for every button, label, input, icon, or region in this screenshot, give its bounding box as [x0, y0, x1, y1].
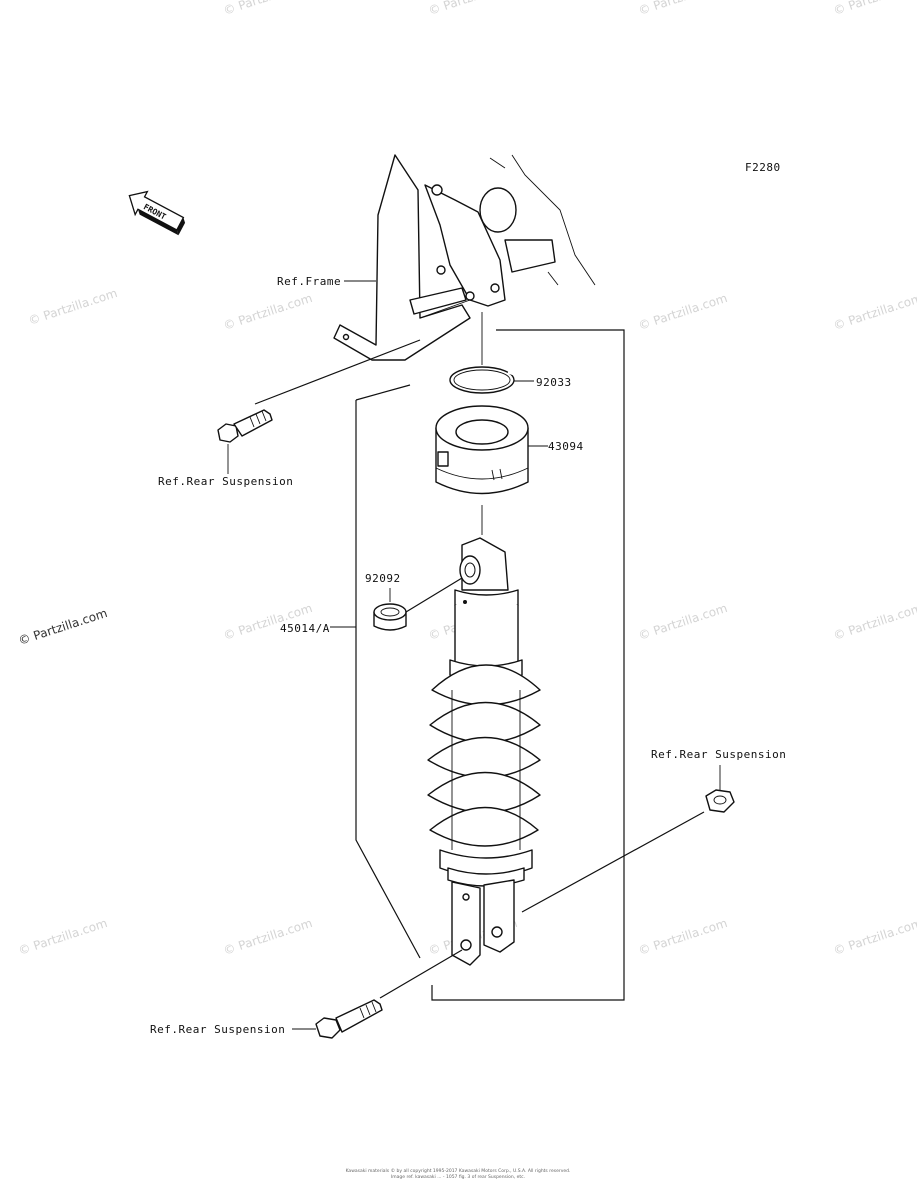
watermark: © Partzilla.com [637, 916, 729, 958]
copyright-line-2: Image ref. kawasaki ... - 1057 fig. 3 of… [391, 1174, 525, 1180]
part-45014-label: 45014/A [280, 622, 330, 635]
right-nut [705, 789, 735, 813]
top-bolt [217, 409, 273, 443]
part-92033-label: 92033 [536, 376, 572, 389]
ref-rear-suspension-right-label: Ref.Rear Suspension [651, 748, 786, 761]
part-92092-label: 92092 [365, 572, 401, 585]
watermark: © Partzilla.com [832, 916, 917, 958]
adjuster-43094 [435, 405, 529, 495]
part-43094-label: 43094 [548, 440, 584, 453]
snap-ring-92033 [449, 366, 515, 394]
watermark: © Partzilla.com [17, 916, 109, 958]
bottom-bolt [315, 999, 383, 1039]
watermark: © Partzilla.com [222, 0, 314, 18]
ref-frame-label: Ref.Frame [277, 275, 341, 288]
watermark: © Partzilla.com [832, 601, 917, 643]
watermark: © Partzilla.com [637, 601, 729, 643]
ref-rear-suspension-top-label: Ref.Rear Suspension [158, 475, 293, 488]
copyright-line-1: Kawasaki materials © by all copyright 19… [346, 1167, 571, 1174]
watermark: © Partzilla.com [637, 0, 729, 18]
shock-absorber [427, 537, 541, 966]
watermark: © Partzilla.com [427, 0, 519, 18]
watermark: © Partzilla.com [222, 916, 314, 958]
frame-section [333, 154, 596, 361]
watermark: © Partzilla.com [17, 606, 109, 648]
diagram-code: F2280 [745, 161, 781, 174]
front-arrow-icon: FRONT [128, 190, 186, 236]
watermark: © Partzilla.com [222, 291, 314, 333]
watermark: © Partzilla.com [637, 291, 729, 333]
ref-rear-suspension-bottom-label: Ref.Rear Suspension [150, 1023, 285, 1036]
watermark: © Partzilla.com [27, 286, 119, 328]
watermark: © Partzilla.com [832, 291, 917, 333]
collar-92092 [373, 603, 407, 631]
watermark: © Partzilla.com [832, 0, 917, 18]
